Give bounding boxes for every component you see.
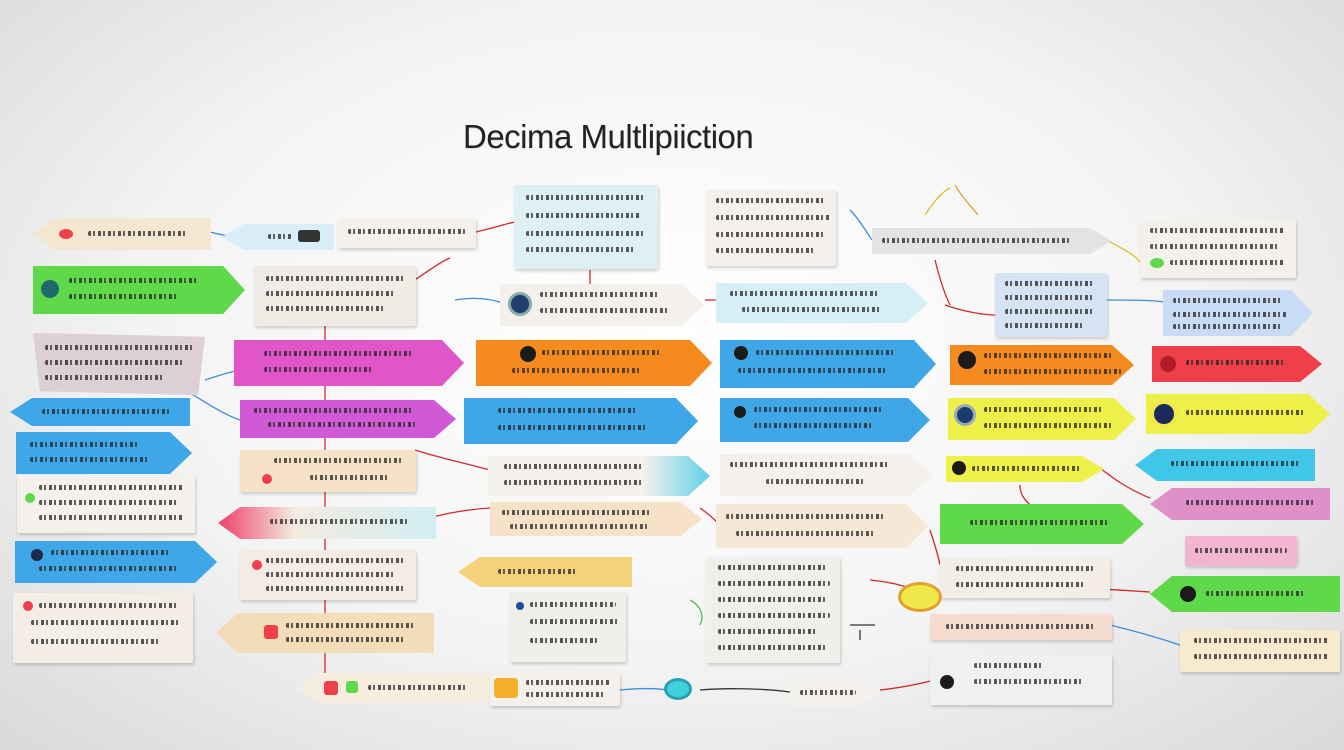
label-arrow xyxy=(222,224,334,250)
shape-icon xyxy=(940,675,954,689)
label-card xyxy=(940,558,1110,598)
label-arrow xyxy=(33,266,245,314)
label-arrow xyxy=(1152,346,1322,382)
red-dot-icon xyxy=(262,474,272,484)
lens-icon xyxy=(954,404,976,426)
green-dot-icon xyxy=(1150,258,1164,268)
label-card xyxy=(240,550,416,600)
label-arrow xyxy=(1135,449,1315,481)
shape-icon xyxy=(958,351,976,369)
label-card xyxy=(706,557,840,663)
label-arrow xyxy=(1163,290,1313,336)
label-arrow xyxy=(298,673,488,703)
lens-icon xyxy=(1150,400,1178,428)
label-arrow xyxy=(720,340,936,388)
blue-dot-icon xyxy=(516,602,524,610)
label-card xyxy=(995,273,1107,337)
diagram-title: Decima Multlipiiction xyxy=(463,118,754,155)
label-card xyxy=(1185,536,1297,566)
label-arrow xyxy=(33,218,211,250)
circle-icon xyxy=(41,280,59,298)
lens-icon xyxy=(508,292,532,316)
shape-icon xyxy=(952,461,966,475)
label-card xyxy=(1180,630,1340,672)
device-icon xyxy=(298,230,320,242)
green-dot-icon xyxy=(25,493,35,503)
label-arrow xyxy=(1150,488,1330,520)
red-dot-icon xyxy=(59,229,73,239)
label-arrow xyxy=(218,507,436,539)
box-icon xyxy=(494,678,518,698)
label-arrow xyxy=(950,345,1134,385)
red-square-icon xyxy=(324,681,338,695)
shape-icon xyxy=(734,346,748,360)
red-dot-icon xyxy=(23,601,33,611)
label-arrow xyxy=(716,283,928,323)
red-dot-icon xyxy=(252,560,262,570)
label-arrow xyxy=(946,456,1104,482)
label-card xyxy=(1140,220,1296,278)
label-arrow xyxy=(1150,576,1340,612)
label-card xyxy=(510,592,626,662)
label-arrow xyxy=(790,680,882,706)
label-card xyxy=(490,672,620,706)
shape-icon xyxy=(31,549,43,561)
label-arrow xyxy=(240,400,456,438)
label-arrow xyxy=(500,284,704,326)
label-card xyxy=(17,475,195,533)
label-arrow xyxy=(720,398,930,442)
shape-icon xyxy=(734,406,746,418)
label-arrow xyxy=(716,504,928,548)
label-arrow xyxy=(10,398,190,426)
label-card xyxy=(338,218,476,248)
label-arrow xyxy=(234,340,464,386)
label-arrow xyxy=(948,398,1136,440)
shape-icon xyxy=(1180,586,1196,602)
green-square-icon xyxy=(346,681,358,693)
label-arrow xyxy=(476,340,712,386)
label-card xyxy=(930,655,1112,705)
shape-icon xyxy=(1160,356,1176,372)
label-arrow xyxy=(16,432,192,474)
label-arrow xyxy=(488,456,710,496)
label-card xyxy=(240,450,416,492)
label-arrow xyxy=(216,613,434,653)
label-card xyxy=(930,614,1112,640)
label-arrow xyxy=(872,228,1112,254)
label-arrow xyxy=(490,502,702,536)
ring-icon xyxy=(664,678,692,700)
label-card xyxy=(13,593,193,663)
badge-icon xyxy=(898,582,942,612)
label-arrow xyxy=(15,541,217,583)
label-card xyxy=(254,266,416,326)
label-card xyxy=(33,333,205,395)
label-card xyxy=(706,190,836,266)
label-arrow xyxy=(940,504,1144,544)
label-card xyxy=(514,185,658,269)
label-arrow xyxy=(458,557,632,587)
red-square-icon xyxy=(264,625,278,639)
label-arrow xyxy=(1146,394,1330,434)
label-arrow xyxy=(720,454,932,496)
label-arrow xyxy=(464,398,698,444)
shape-icon xyxy=(520,346,536,362)
